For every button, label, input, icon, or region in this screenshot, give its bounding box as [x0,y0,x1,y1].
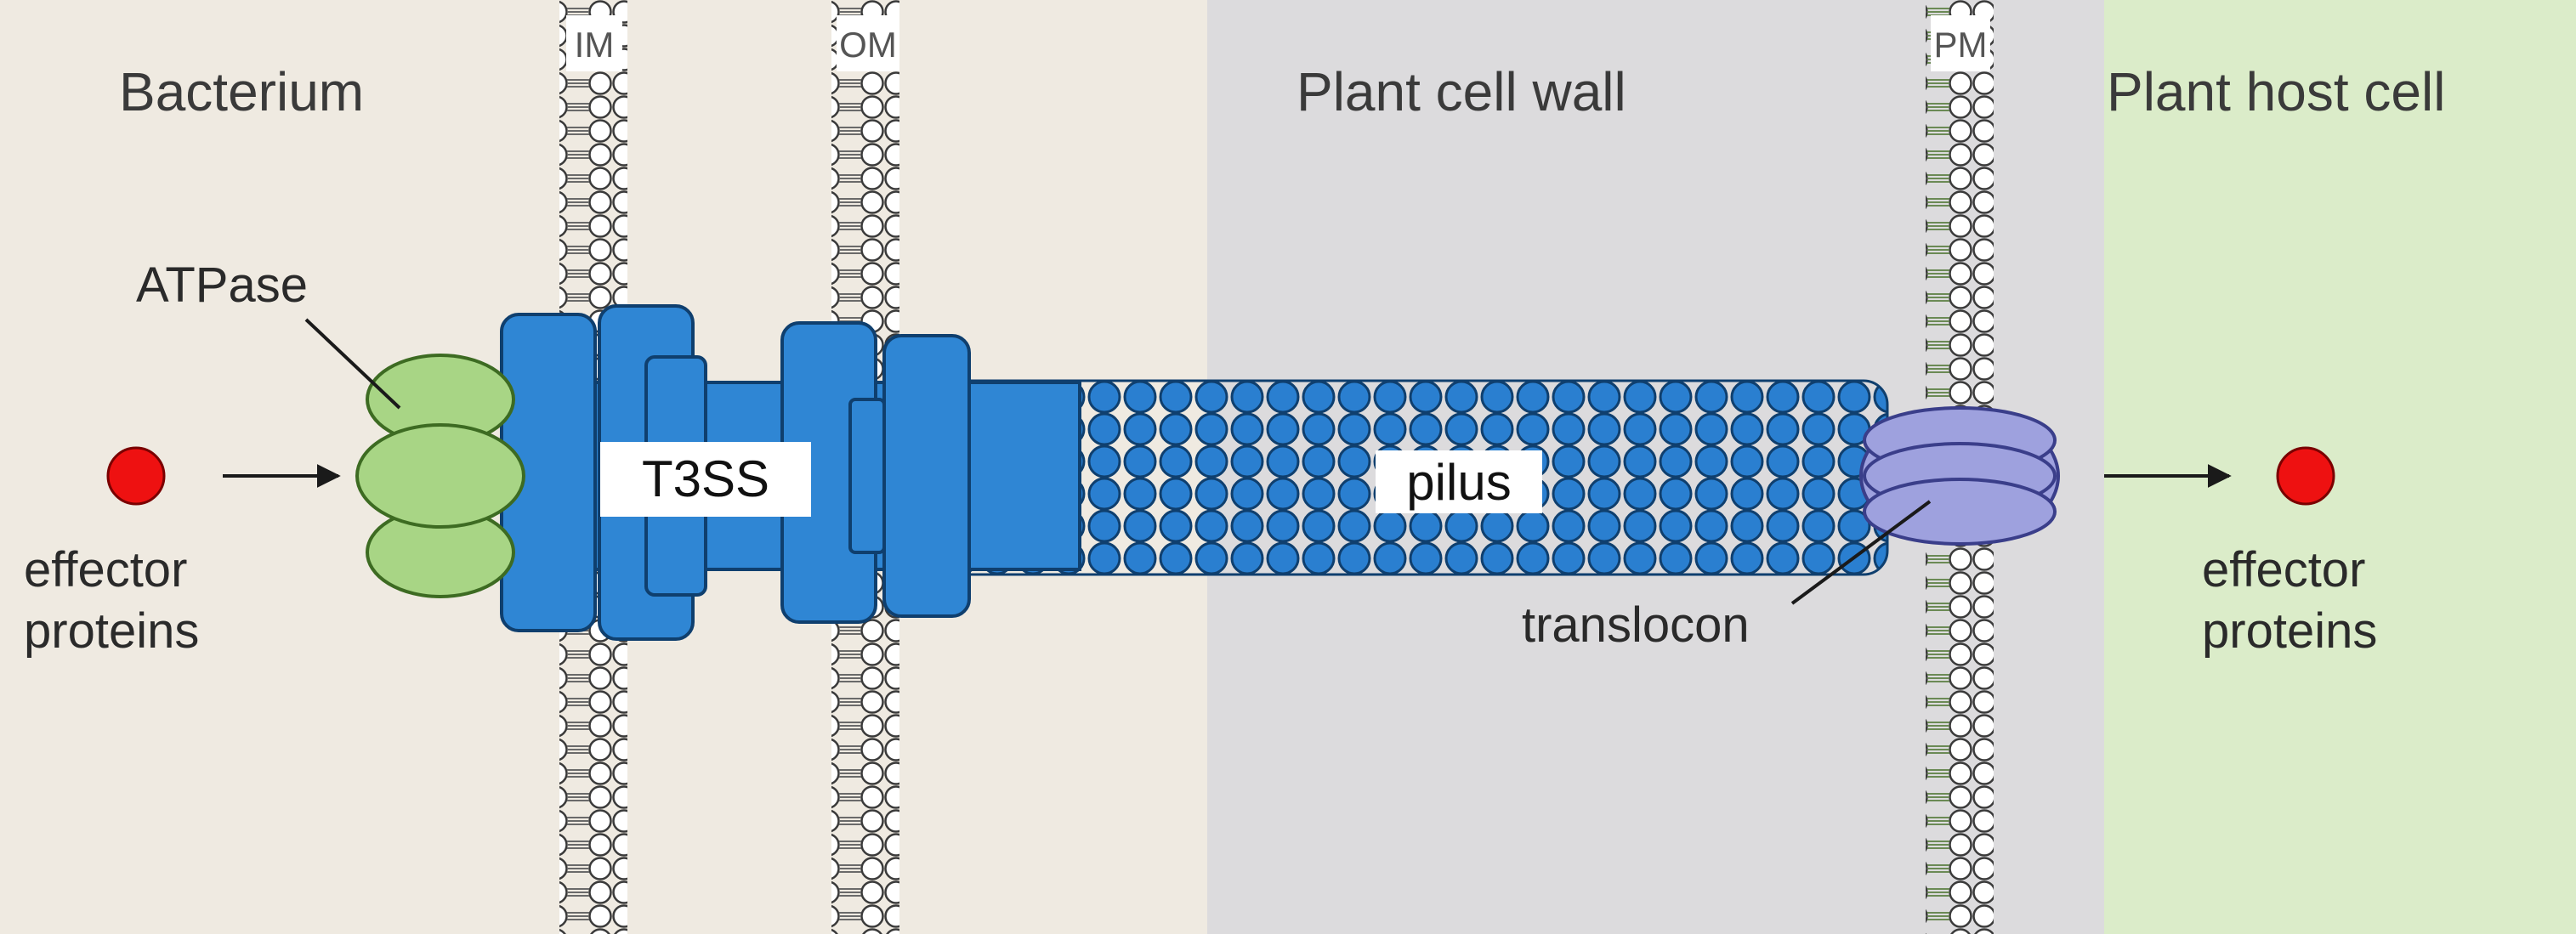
pm-label-box [1931,15,1990,71]
effector-protein-right [2276,446,2335,506]
om-label: OM [839,25,897,65]
effector-left-line2: proteins [24,603,199,659]
im-label: IM [575,25,615,65]
translocon-label: translocon [1522,597,1750,653]
translocon [1859,406,2060,546]
host-cell-title: Plant host cell [2107,61,2445,122]
host-cell-region [2104,0,2576,934]
atpase-pointer [304,318,401,410]
translocon-pointer [1790,500,1932,605]
im-label-box [566,15,622,71]
pilus-label: pilus [1406,454,1511,511]
effector-right-line2: proteins [2202,603,2377,659]
atpase [355,354,525,598]
pilus-label-box [1376,450,1542,513]
effector-left-line1: effector [24,542,187,597]
atpase-label: ATPase [136,258,308,313]
bacterium-title: Bacterium [119,61,364,122]
effector-protein-left [106,446,166,506]
pm-label: PM [1934,25,1988,65]
t3ss-label-box [600,442,811,517]
effector-right-line1: effector [2202,542,2365,597]
cell-wall-title: Plant cell wall [1297,61,1626,122]
t3ss-label: T3SS [642,450,769,507]
om-label-box [837,15,899,71]
